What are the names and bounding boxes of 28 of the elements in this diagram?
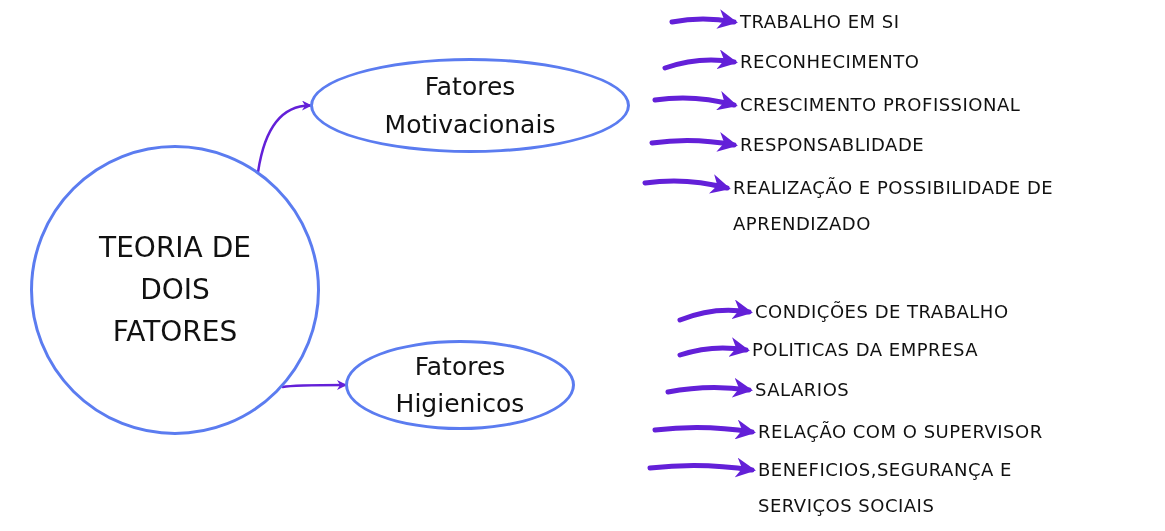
factor-text: BENEFICIOS,SEGURANÇA E SERVIÇOS SOCIAIS: [758, 452, 1078, 524]
factor-text: POLITICAS DA EMPRESA: [752, 332, 1132, 368]
topic-title: TEORIA DE DOIS FATORES: [98, 230, 252, 350]
arrow: [677, 337, 750, 358]
arrow: [665, 377, 753, 398]
factor-text: TRABALHO EM SI: [740, 4, 1100, 40]
arrow: [281, 380, 347, 390]
arrow: [652, 91, 738, 111]
factor-text: SALARIOS: [755, 372, 1135, 408]
arrow: [669, 9, 738, 30]
category-ellipse: [310, 58, 630, 153]
factor-text: RECONHECIMENTO: [740, 44, 1100, 80]
arrow: [677, 299, 753, 323]
arrow: [642, 174, 731, 194]
arrow: [662, 49, 738, 71]
arrow: [649, 132, 738, 152]
arrow: [647, 457, 756, 478]
factor-text: CONDIÇÕES DE TRABALHO: [755, 294, 1135, 330]
factor-text: RELAÇÃO COM O SUPERVISOR: [758, 414, 1158, 450]
factor-text: CRESCIMENTO PROFISSIONAL: [740, 87, 1140, 123]
category-label: Fatores Motivacionais: [383, 71, 557, 141]
category-ellipse: [345, 340, 575, 430]
category-label: Fatores Higienicos: [394, 350, 526, 420]
topic-circle: [30, 145, 320, 435]
arrow: [256, 101, 312, 173]
factor-text: REALIZAÇÃO E POSSIBILIDADE DE APRENDIZADO: [733, 170, 1083, 242]
arrow: [652, 419, 756, 440]
factor-text: RESPONSABLIDADE: [740, 127, 1100, 163]
